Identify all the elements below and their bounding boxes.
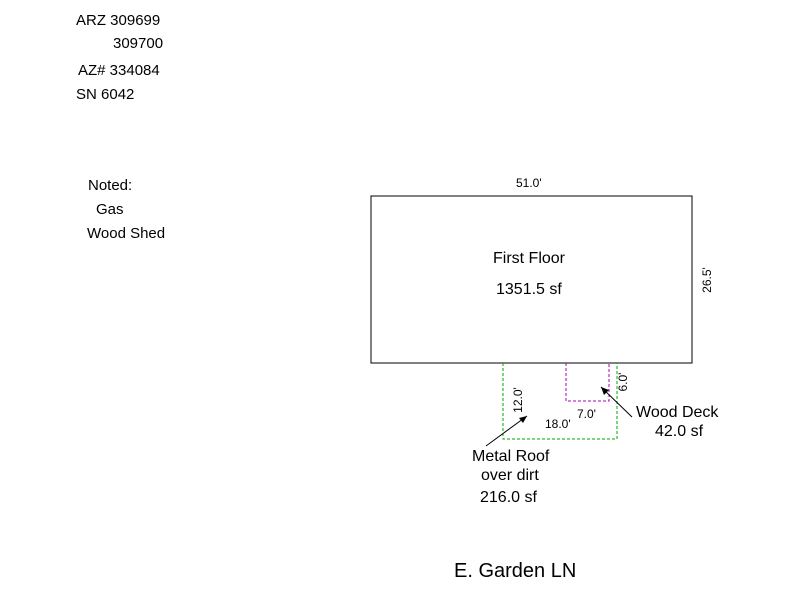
first-floor-depth-label: 26.5' <box>700 267 714 293</box>
az-number: AZ# 334084 <box>78 62 160 79</box>
first-floor-width-label: 51.0' <box>516 176 542 190</box>
metal-roof-area: 216.0 sf <box>480 489 537 506</box>
metal-roof-width-label: 18.0' <box>545 417 571 431</box>
first-floor-label: First Floor <box>493 250 565 267</box>
arz-number-1: ARZ 309699 <box>76 12 161 29</box>
metal-roof-depth-label: 12.0' <box>511 387 525 413</box>
first-floor-outline <box>370 195 693 364</box>
first-floor-area: 1351.5 sf <box>496 281 562 298</box>
wood-deck-depth-label: 6.0' <box>616 372 630 392</box>
metal-roof-label: Metal Roof <box>472 448 550 465</box>
wood-deck-area: 42.0 sf <box>655 423 704 440</box>
notes-heading: Noted: <box>88 177 133 194</box>
metal-roof-arrowhead <box>519 416 527 423</box>
street-name: E. Garden LN <box>454 560 577 582</box>
sn-number: SN 6042 <box>76 86 135 103</box>
metal-roof-leader <box>485 415 528 447</box>
note-item-wood-shed: Wood Shed <box>87 225 166 242</box>
arz-number-2: 309700 <box>113 35 164 52</box>
wood-deck-label: Wood Deck <box>636 404 719 421</box>
note-item-gas: Gas <box>96 201 124 218</box>
wood-deck-width-label: 7.0' <box>577 407 596 421</box>
metal-roof-sublabel: over dirt <box>481 467 539 484</box>
metal-roof-outline <box>502 363 618 440</box>
wood-deck-arrowhead <box>601 387 609 395</box>
wood-deck-outline <box>565 363 610 402</box>
